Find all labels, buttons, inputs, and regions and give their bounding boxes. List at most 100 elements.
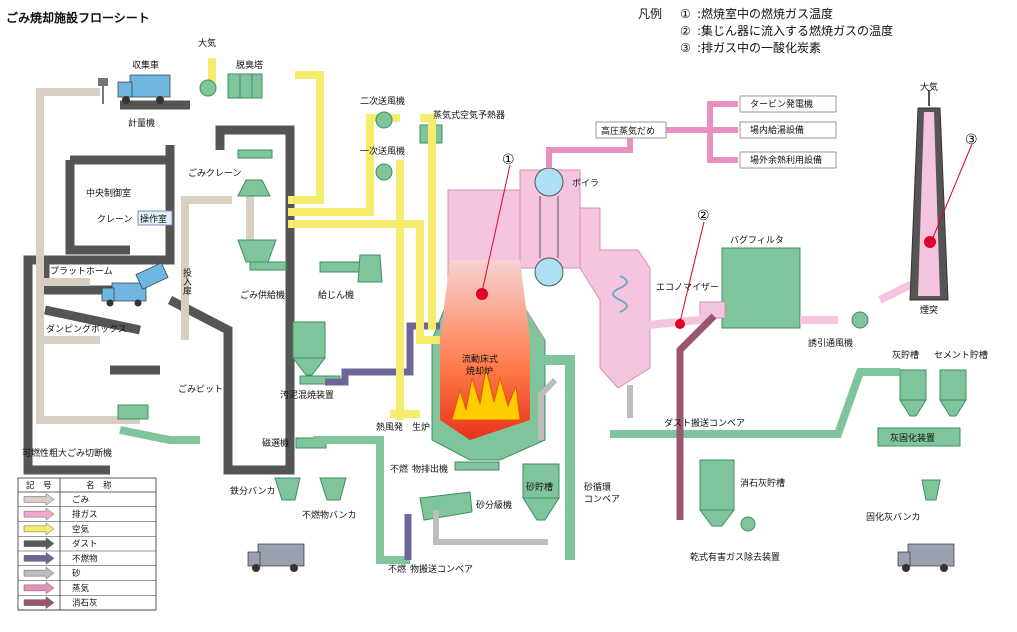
dust-conveyor-line bbox=[119, 368, 900, 564]
legend-header-mark: 記 号 bbox=[26, 480, 52, 491]
waste-pit-label: ごみピット bbox=[178, 383, 223, 395]
cement-silo-label: セメント貯槽 bbox=[934, 349, 988, 361]
ash-silo-label: 灰貯槽 bbox=[892, 349, 919, 361]
dry-gas-removal-label: 乾式有害ガス除去装置 bbox=[690, 551, 780, 563]
sand-tank-label: 砂貯槽 bbox=[526, 481, 553, 493]
marker-dot-2 bbox=[675, 319, 685, 329]
solid-ash-bunker-label: 固化灰バンカ bbox=[866, 511, 920, 523]
deodorizer-label: 脱臭塔 bbox=[236, 59, 263, 71]
lime-ash-tank-label: 消石灰貯槽 bbox=[740, 477, 785, 489]
legend-swatch-0 bbox=[23, 492, 55, 506]
legend-row-label-1: 排ガス bbox=[72, 509, 98, 520]
marker-label-1: ① bbox=[502, 152, 515, 168]
shredder-label: 可燃性粗大ごみ切断機 bbox=[22, 447, 112, 459]
steam-lines bbox=[546, 101, 738, 168]
legend-swatch-2 bbox=[23, 522, 55, 536]
incomb-discharge-label-a: 不燃 bbox=[390, 463, 408, 475]
diagram-title: ごみ焼却施設フローシート bbox=[6, 10, 150, 25]
legend-swatch-6 bbox=[23, 581, 55, 595]
atmosphere-label-2: 大気 bbox=[920, 81, 938, 93]
collection-truck-icon bbox=[117, 74, 171, 104]
legend-swatch-5 bbox=[23, 566, 55, 580]
iron-bunker-label: 鉄分バンカ bbox=[230, 485, 275, 497]
legend-mark-1: ① bbox=[680, 7, 691, 21]
crane-label: ごみクレーン bbox=[188, 167, 242, 179]
hp-steam-header-box bbox=[595, 121, 667, 139]
incombustible-conveyor bbox=[325, 322, 440, 560]
marker-dot-1 bbox=[476, 288, 488, 300]
magnet-label: 磁選機 bbox=[262, 437, 289, 449]
platform-label: プラットホーム bbox=[50, 266, 113, 277]
offsite-heat-box bbox=[739, 151, 837, 169]
deodorizer-unit bbox=[227, 73, 263, 99]
legend-row-label-2: 空気 bbox=[72, 524, 90, 535]
chute-door-label: 投入扉 bbox=[181, 267, 192, 296]
top-legend: 凡例 ① :燃焼室中の燃焼ガス温度 ② :集じん器に流入する燃焼ガスの温度 ③ … bbox=[638, 6, 893, 55]
solidifier-label: 灰固化装置 bbox=[890, 432, 935, 444]
legend-text-3: :排ガス中の一酸化炭素 bbox=[697, 40, 821, 55]
sand-conveyor-label-b: コンベア bbox=[584, 495, 620, 505]
marker-dot-3 bbox=[924, 236, 936, 248]
hot-air-gen-label: 熱風発 bbox=[376, 421, 403, 433]
legend-row-label-5: 砂 bbox=[72, 568, 81, 579]
legend-mark-3: ③ bbox=[680, 41, 691, 55]
legend-row-label-6: 蒸気 bbox=[72, 583, 90, 594]
incomb-conveyor-label-a: 不燃 bbox=[388, 563, 406, 575]
legend-heading: 凡例 bbox=[638, 7, 662, 21]
crane-room-label-a: クレーン bbox=[97, 214, 133, 225]
sand-classifier-label: 砂分級機 bbox=[476, 499, 512, 511]
building-walls bbox=[23, 100, 295, 475]
sand-circulation-conveyor bbox=[540, 355, 575, 560]
sludge-mixer-label: 汚泥混焼装置 bbox=[280, 389, 334, 401]
legend-row-label-3: ダスト bbox=[72, 539, 98, 550]
marker-label-3: ③ bbox=[965, 132, 978, 148]
dust-conveyor-label: ダスト搬送コンベア bbox=[664, 417, 745, 429]
offsite-heat-label: 場外余熱利用設備 bbox=[750, 154, 822, 166]
hot-water-box bbox=[739, 121, 837, 139]
lime-ash-line bbox=[676, 313, 717, 520]
legend-swatch-1 bbox=[23, 507, 55, 521]
turbine-box bbox=[739, 95, 837, 113]
stack bbox=[909, 107, 949, 301]
measurement-markers bbox=[476, 143, 973, 329]
dumping-box-label: ダンピングボックス bbox=[46, 323, 127, 335]
incomb-bunker-label: 不燃物バンカ bbox=[302, 509, 356, 521]
sand-conveyor-label-a: 砂循環 bbox=[584, 481, 611, 493]
legend-text-2: :集じん器に流入する燃焼ガスの温度 bbox=[697, 23, 893, 38]
feeder-label: 給じん機 bbox=[318, 289, 354, 301]
legend-swatch-7 bbox=[23, 596, 55, 610]
sand-flow-lines bbox=[433, 377, 633, 545]
secondary-fan-label: 二次送風機 bbox=[360, 95, 405, 107]
burner-label: 生炉 bbox=[412, 421, 430, 433]
furnace-label-b: 焼却炉 bbox=[466, 365, 493, 377]
primary-fan-label: 一次送風機 bbox=[360, 145, 405, 157]
ash-truck-icon bbox=[897, 543, 955, 572]
crane-room-label-b: 操作室 bbox=[140, 213, 167, 225]
waste-feeder-label: ごみ供給機 bbox=[240, 289, 285, 301]
bag-filter-label: バグフィルタ bbox=[730, 234, 784, 246]
economizer-label: エコノマイザー bbox=[656, 282, 719, 293]
marker-label-2: ② bbox=[697, 208, 710, 224]
legend-mark-2: ② bbox=[680, 24, 691, 38]
iron-truck-icon bbox=[247, 543, 305, 572]
furnace-combustion-zone bbox=[440, 260, 530, 440]
legend-row-label-0: ごみ bbox=[72, 494, 90, 505]
incomb-discharge-label-b: 物排出機 bbox=[412, 463, 448, 475]
legend-row-label-4: 不燃物 bbox=[72, 553, 98, 564]
economizer-coil bbox=[612, 275, 628, 313]
legend-swatch-3 bbox=[23, 537, 55, 551]
collection-truck-label: 収集車 bbox=[132, 59, 159, 71]
furnace-label-a: 流動床式 bbox=[462, 353, 498, 365]
fan-icons bbox=[199, 79, 869, 532]
hot-water-label: 場内給湯設備 bbox=[750, 124, 804, 136]
control-room-label: 中央制御室 bbox=[86, 187, 131, 199]
legend-swatch-4 bbox=[23, 551, 55, 565]
steam-air-preheater-label: 蒸気式空気予熱器 bbox=[433, 109, 505, 121]
legend-header-name: 名 称 bbox=[86, 480, 112, 491]
stack-label: 煙突 bbox=[920, 304, 938, 316]
furnace-flames bbox=[451, 367, 521, 421]
atmosphere-label-1: 大気 bbox=[198, 37, 216, 49]
platform-truck-icon bbox=[101, 262, 169, 307]
